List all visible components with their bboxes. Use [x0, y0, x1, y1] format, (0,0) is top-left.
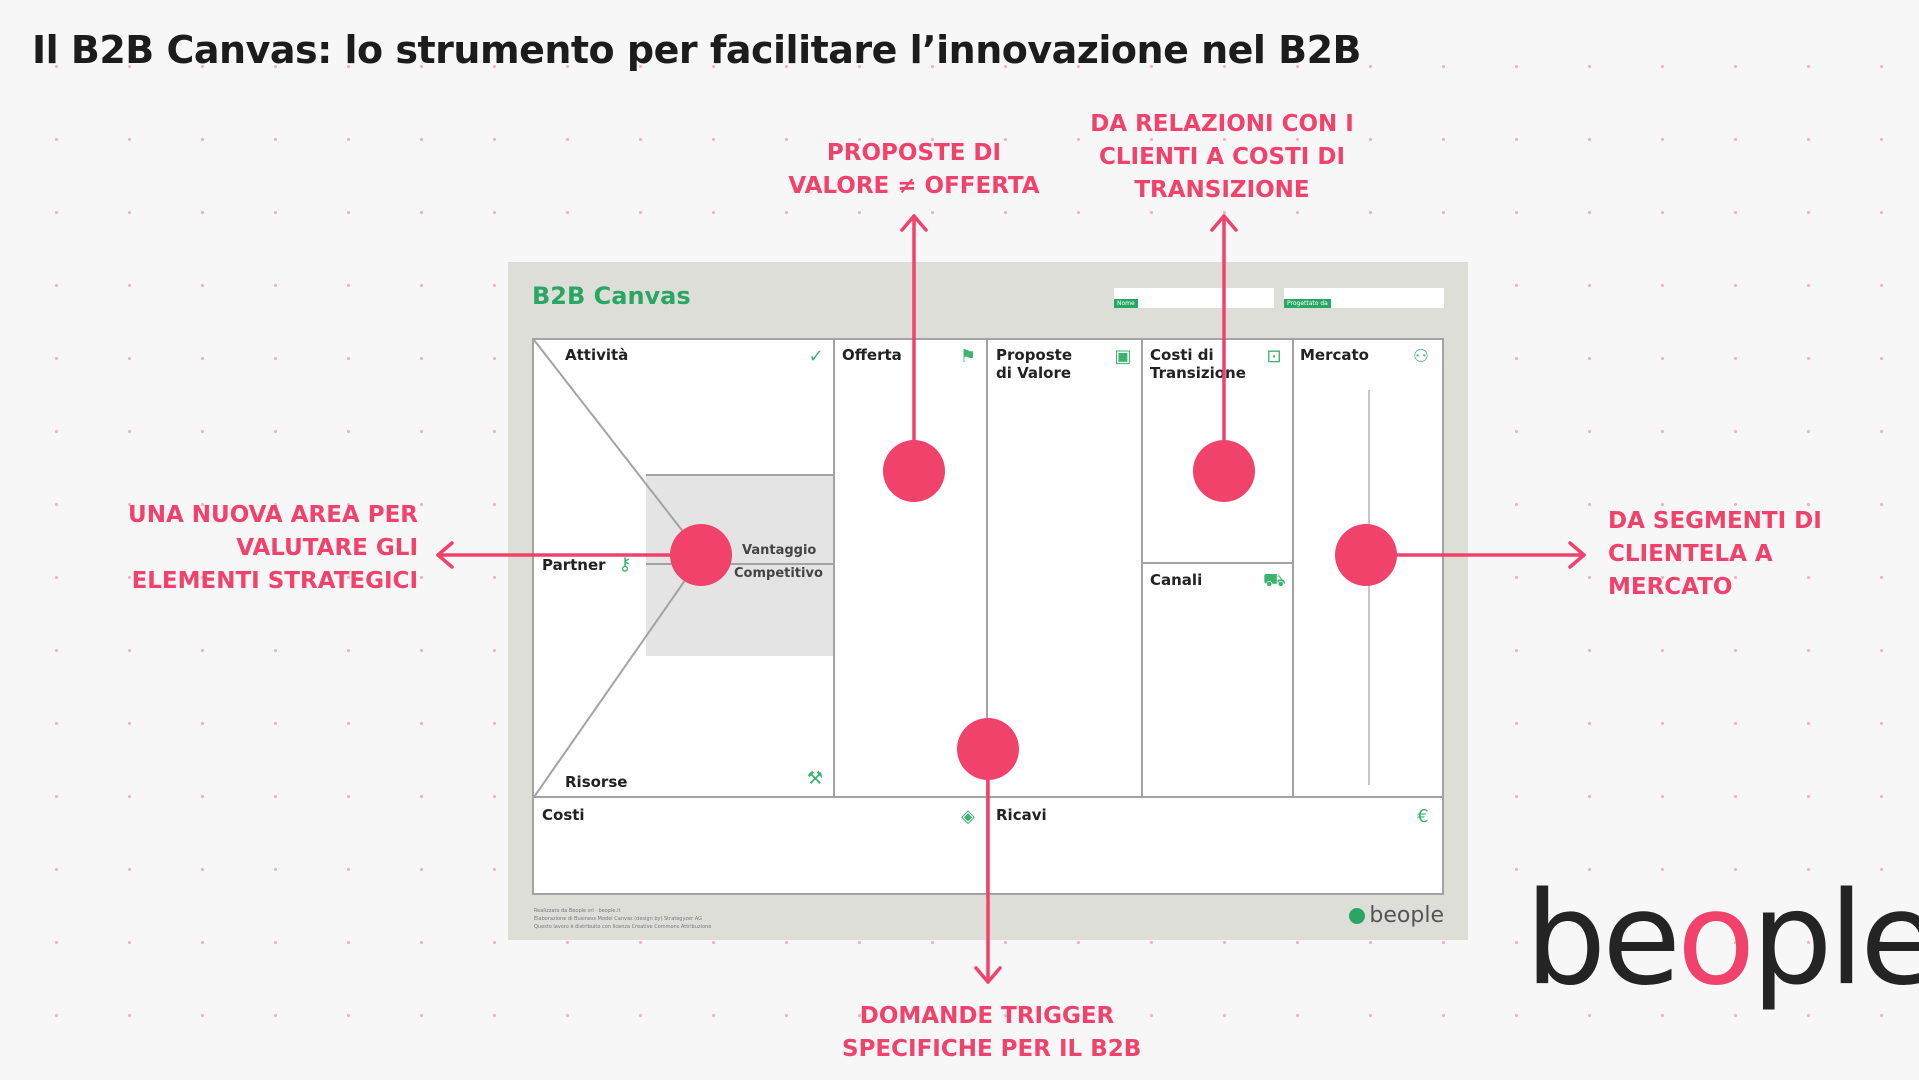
pin-offerta — [883, 440, 945, 502]
callout-line: TRANSIZIONE — [1134, 177, 1310, 203]
callout-costi-transizione: DA RELAZIONI CON I CLIENTI A COSTI DI TR… — [1086, 108, 1358, 207]
brand-circle-icon — [1349, 907, 1366, 924]
label-proposte-line1: Proposte — [996, 346, 1073, 364]
divider — [1292, 340, 1294, 797]
label-offerta: Offerta — [842, 346, 902, 364]
pin-domande-trigger — [957, 718, 1019, 780]
money-bag-icon: € — [1417, 806, 1429, 827]
brand-text-o: o — [1677, 865, 1755, 1014]
label-ricavi: Ricavi — [996, 806, 1047, 824]
name-field-tag: Nome — [1114, 299, 1138, 308]
worker-icon: ⚒ — [806, 768, 824, 789]
canvas-grid: Attività Partner Risorse Vantaggio Compe… — [532, 338, 1444, 897]
pin-vantaggio-competitivo — [670, 524, 732, 586]
callout-line: ELEMENTI STRATEGICI — [131, 568, 418, 594]
label-vantaggio: Vantaggio — [742, 543, 817, 558]
label-attivita: Attività — [565, 346, 629, 364]
brand-text-post: ple — [1751, 865, 1919, 1014]
label-mercato: Mercato — [1300, 346, 1369, 364]
people-icon: ⚇ — [1412, 346, 1430, 367]
canvas-footer-line: Elaborazione di Business Model Canvas (d… — [534, 916, 702, 922]
callout-line: VALUTARE GLI — [236, 535, 418, 561]
label-costi-transizione-line2: Transizione — [1150, 364, 1246, 382]
key-icon: ⚷ — [618, 554, 632, 575]
callout-line: CLIENTELA A — [1608, 541, 1773, 567]
callout-line: UNA NUOVA AREA PER — [128, 502, 418, 528]
gift-icon: ▣ — [1114, 346, 1132, 367]
callout-line: SPECIFICHE PER IL B2B — [842, 1036, 1142, 1062]
label-risorse: Risorse — [565, 773, 628, 791]
canvas-footer-line: Questo lavoro è distribuito con licenza … — [534, 924, 712, 930]
name-field[interactable]: Nome — [1114, 288, 1274, 308]
pin-costi-transizione — [1193, 440, 1255, 502]
label-partner: Partner — [542, 556, 606, 574]
divider — [1141, 340, 1143, 797]
canvas-footer-line: Realizzato da Beople srl · beople.it — [534, 908, 621, 914]
check-circle-icon: ✓ — [808, 346, 824, 367]
page-title: Il B2B Canvas: lo strumento per facilita… — [32, 28, 1362, 72]
beople-logo: beople — [1525, 876, 1919, 1004]
pin-mercato — [1335, 524, 1397, 586]
callout-line: DA SEGMENTI DI — [1608, 508, 1822, 534]
canvas-brand-logo: beople — [1349, 903, 1444, 928]
designed-by-field-tag: Progettato da — [1284, 299, 1331, 308]
label-proposte-line2: di Valore — [996, 364, 1072, 382]
divider — [534, 796, 1444, 798]
callout-line: CLIENTI A COSTI DI — [1098, 144, 1345, 170]
label-costi-transizione: Costi di Transizione — [1150, 346, 1246, 382]
callout-line: PROPOSTE DI — [826, 140, 1002, 166]
divider — [646, 563, 834, 565]
label-canali: Canali — [1150, 571, 1203, 589]
tag-icon: ◈ — [961, 806, 975, 827]
callout-nuova-area: UNA NUOVA AREA PER VALUTARE GLI ELEMENTI… — [110, 499, 418, 598]
b2b-canvas-sheet: B2B Canvas Nome Progettato da Attività P… — [508, 262, 1468, 940]
label-proposte: Proposte di Valore — [996, 346, 1072, 382]
callout-line: DOMANDE TRIGGER — [859, 1003, 1115, 1029]
label-costi: Costi — [542, 806, 585, 824]
canvas-title: B2B Canvas — [532, 282, 691, 310]
callout-domande-trigger: DOMANDE TRIGGER SPECIFICHE PER IL B2B — [842, 1000, 1142, 1066]
brand-text-pre: be — [1525, 865, 1681, 1014]
partner-diagonals — [534, 340, 703, 798]
divider — [986, 340, 988, 897]
mercato-guide-line — [1368, 390, 1370, 785]
label-competitivo: Competitivo — [734, 566, 823, 581]
designed-by-field[interactable]: Progettato da — [1284, 288, 1444, 308]
callout-line: DA RELAZIONI CON I — [1090, 111, 1354, 137]
callout-line: MERCATO — [1608, 574, 1733, 600]
callout-mercato: DA SEGMENTI DI CLIENTELA A MERCATO — [1608, 505, 1848, 604]
megaphone-icon: ⚑ — [959, 346, 977, 367]
truck-icon: ⛟ — [1263, 570, 1286, 591]
label-costi-transizione-line1: Costi di — [1150, 346, 1214, 364]
divider — [646, 474, 834, 476]
lock-icon: ⊡ — [1266, 346, 1282, 367]
callout-proposte-valore: PROPOSTE DI VALORE ≠ OFFERTA — [786, 137, 1042, 203]
divider — [1141, 562, 1293, 564]
callout-line: VALORE ≠ OFFERTA — [788, 173, 1040, 199]
canvas-brand-text: beople — [1369, 903, 1444, 928]
divider — [833, 340, 835, 797]
